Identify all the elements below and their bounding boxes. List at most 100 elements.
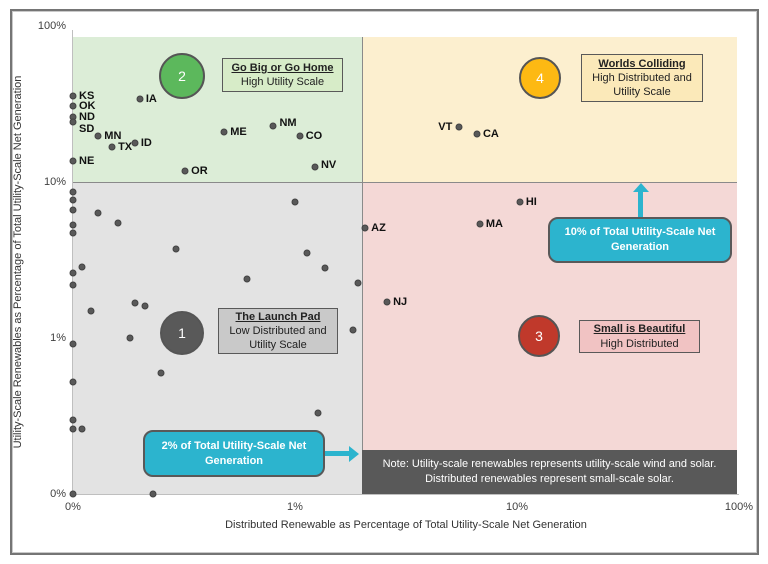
quadrant-badge-3: 3: [518, 315, 560, 357]
arrow-right-icon: [325, 451, 349, 456]
quadrant-subtitle: Low Distributed and Utility Scale: [229, 324, 327, 352]
data-point-TX: [108, 143, 116, 151]
arrow-up-icon: [638, 191, 643, 217]
data-point: [69, 196, 77, 204]
data-point: [69, 281, 77, 289]
data-point-NV: [311, 163, 319, 171]
x-tick-1: 1%: [287, 501, 303, 513]
data-point-KS: [69, 92, 77, 100]
data-point-OR: [181, 167, 189, 175]
data-point-NE: [69, 157, 77, 165]
quadrant-subtitle: High Distributed and Utility Scale: [592, 71, 692, 99]
data-point: [157, 369, 165, 377]
quadrant-title: Worlds Colliding: [598, 57, 686, 70]
chart-frame-border: [10, 9, 759, 555]
boundary-line-2pct: [362, 37, 363, 494]
quadrant-title: Small is Beautiful: [593, 323, 686, 336]
quadrant-title: Go Big or Go Home: [231, 61, 334, 74]
state-label-OK: OK: [79, 100, 96, 112]
data-point-MA: [476, 220, 484, 228]
x-tick-100: 100%: [724, 501, 754, 513]
state-label-SD: SD: [79, 123, 95, 136]
data-point: [321, 264, 329, 272]
data-point-CA: [473, 130, 481, 138]
data-point: [78, 263, 86, 271]
data-point-ME: [220, 128, 228, 136]
arrow-right-icon: [349, 446, 359, 462]
data-point: [78, 425, 86, 433]
data-point: [354, 279, 362, 287]
data-point-OK: [69, 102, 77, 110]
data-point: [303, 249, 311, 257]
quadrant-label-go-big: Go Big or Go Home High Utility Scale: [222, 58, 343, 92]
data-point-ID: [131, 139, 139, 147]
state-label-KS: KS: [79, 89, 95, 102]
data-point: [243, 275, 251, 283]
x-tick-10: 10%: [505, 501, 529, 513]
data-point: [314, 409, 322, 417]
data-point: [69, 416, 77, 424]
x-axis-line: [72, 494, 739, 495]
quadrant-label-worlds-colliding: Worlds Colliding High Distributed and Ut…: [581, 54, 703, 102]
state-label-MN: MN: [104, 130, 122, 143]
state-label-CA: CA: [482, 128, 499, 141]
data-point: [291, 198, 299, 206]
state-label-TX: TX: [118, 140, 133, 153]
state-label-OR: OR: [191, 164, 208, 177]
y-tick-100: 100%: [37, 20, 66, 32]
data-point: [69, 490, 77, 498]
y-tick-0: 0%: [50, 488, 66, 500]
quadrant-subtitle: High Distributed: [600, 337, 679, 350]
data-point: [141, 302, 149, 310]
y-axis-line: [72, 30, 73, 494]
x-tick-0: 0%: [65, 501, 81, 513]
boundary-line-10pct: [73, 182, 737, 183]
data-point: [126, 334, 134, 342]
note-line-2: Distributed renewables represent small-s…: [425, 473, 674, 485]
data-point-VT: [455, 123, 463, 131]
arrow-up-icon: [633, 183, 649, 192]
y-tick-10: 10%: [43, 176, 66, 188]
state-label-ID: ID: [140, 136, 152, 149]
state-label-HI: HI: [525, 196, 537, 209]
x-axis-title: Distributed Renewable as Percentage of T…: [225, 519, 587, 531]
state-label-NM: NM: [279, 116, 297, 129]
data-point: [69, 229, 77, 237]
data-point: [69, 206, 77, 214]
data-point: [69, 378, 77, 386]
note-line-1: Note: Utility-scale renewables represent…: [382, 457, 717, 470]
data-point: [149, 490, 157, 498]
state-label-NE: NE: [79, 155, 95, 168]
data-point: [69, 340, 77, 348]
quadrant-title: The Launch Pad: [235, 310, 321, 323]
quadrant-badge-1: 1: [160, 311, 204, 355]
quadrant-label-launch-pad: The Launch Pad Low Distributed and Utili…: [218, 308, 338, 354]
data-point-CO: [296, 132, 304, 140]
quadrant-label-small-is-beautiful: Small is Beautiful High Distributed: [579, 320, 700, 353]
data-point: [349, 326, 357, 334]
data-point-SD: [69, 118, 77, 126]
quadrant-badge-2: 2: [159, 53, 205, 99]
data-point: [94, 209, 102, 217]
state-label-ME: ME: [230, 126, 247, 139]
data-point: [69, 221, 77, 229]
data-point-IA: [136, 95, 144, 103]
y-tick-1: 1%: [50, 332, 66, 344]
note-box: Note: Utility-scale renewables represent…: [362, 450, 737, 494]
data-point: [69, 425, 77, 433]
y-axis-title: Utility-Scale Renewables as Percentage o…: [12, 75, 24, 449]
callout-2pct: 2% of Total Utility-Scale Net Generation: [143, 430, 325, 477]
state-label-ND: ND: [79, 111, 95, 123]
data-point: [87, 307, 95, 315]
state-label-NJ: NJ: [393, 296, 408, 309]
state-label-VT: VT: [438, 121, 453, 134]
callout-10pct: 10% of Total Utility-Scale Net Generatio…: [548, 217, 732, 263]
state-label-IA: IA: [145, 93, 157, 106]
quadrant-badge-4: 4: [519, 57, 561, 99]
state-label-NV: NV: [320, 158, 337, 171]
state-label-CO: CO: [305, 130, 323, 143]
data-point-NM: [269, 122, 277, 130]
data-point: [172, 245, 180, 253]
quadrant-subtitle: High Utility Scale: [240, 76, 325, 88]
